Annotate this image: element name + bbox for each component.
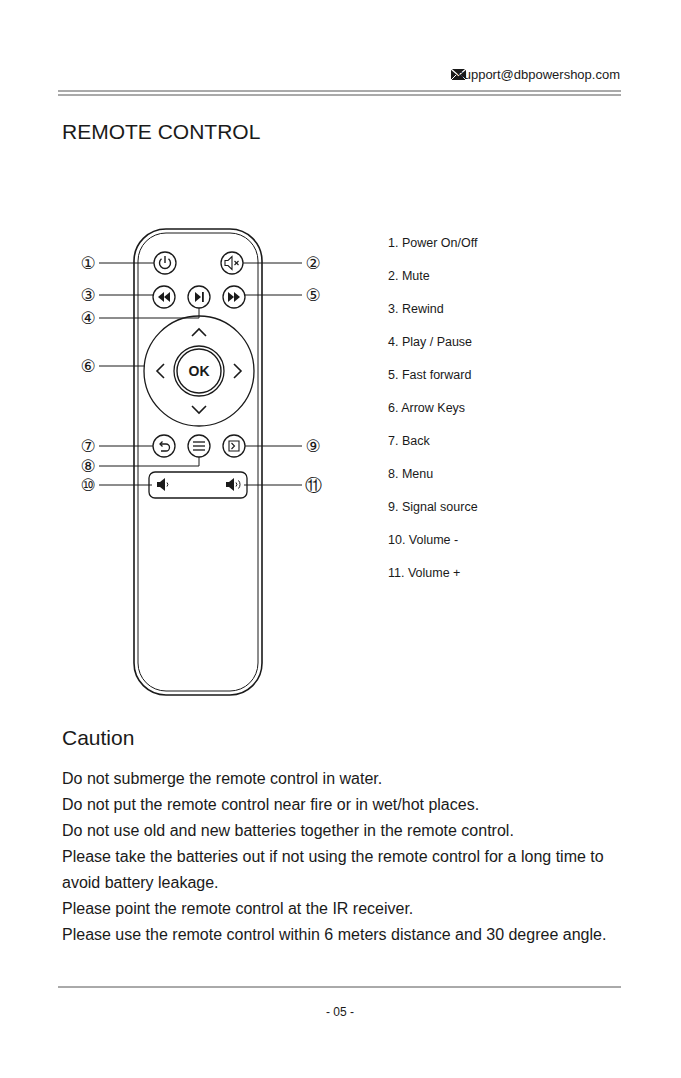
button-legend-item: 7. Back <box>388 434 430 449</box>
caution-note: Do not submerge the remote control in wa… <box>62 769 382 788</box>
caution-note: Do not put the remote control near fire … <box>62 795 479 814</box>
remote-body-inner <box>138 233 258 691</box>
fast-forward-button <box>223 286 245 308</box>
caution-note: Please point the remote control at the I… <box>62 899 413 918</box>
callout-number: ③ <box>80 285 95 305</box>
callout-number: ⑥ <box>80 356 95 376</box>
remote-body <box>134 229 262 695</box>
caution-note: Do not use old and new batteries togethe… <box>62 821 514 840</box>
play-pause-button <box>188 286 210 308</box>
caution-heading: Caution <box>62 725 134 750</box>
caution-note: Please use the remote control within 6 m… <box>62 925 606 944</box>
button-legend-item: 10. Volume - <box>388 533 458 548</box>
page-number: - 05 - <box>326 1005 354 1019</box>
callout-number: ② <box>305 253 320 273</box>
rewind-button <box>153 286 175 308</box>
source-button <box>223 435 245 457</box>
header-rule <box>58 91 621 92</box>
mute-button <box>221 252 243 274</box>
callout-number: ⑦ <box>80 436 95 456</box>
callout-number: ⑨ <box>305 436 320 456</box>
callout-number: ⑤ <box>305 285 320 305</box>
footer-rule <box>58 987 621 988</box>
button-legend-item: 9. Signal source <box>388 500 478 515</box>
button-legend-item: 6. Arrow Keys <box>388 401 465 416</box>
ok-button: OK <box>176 348 222 394</box>
power-button <box>154 252 176 274</box>
button-label: OK <box>189 363 210 380</box>
callout-number: ⑪ <box>305 475 322 495</box>
button-legend-item: 5. Fast forward <box>388 368 471 383</box>
volume-rocker <box>149 472 247 498</box>
arrow-keys <box>144 316 254 426</box>
callout-number: ④ <box>80 308 95 328</box>
header-rule <box>58 95 621 96</box>
back-button <box>153 435 175 457</box>
callout-number: ① <box>80 253 95 273</box>
button-legend-item: 1. Power On/Off <box>388 236 477 251</box>
button-legend-item: 4. Play / Pause <box>388 335 472 350</box>
caution-note: Please take the batteries out if not usi… <box>62 844 622 896</box>
callout-number: ⑧ <box>80 456 95 476</box>
email-address: support@dbpowershop.com <box>457 67 620 83</box>
callout-number: ⑩ <box>80 475 95 495</box>
menu-button <box>188 435 210 457</box>
page-title: REMOTE CONTROL <box>62 119 260 144</box>
button-legend-item: 2. Mute <box>388 269 430 284</box>
button-legend-item: 8. Menu <box>388 467 433 482</box>
button-legend-item: 3. Rewind <box>388 302 444 317</box>
button-legend-item: 11. Volume + <box>388 566 460 581</box>
